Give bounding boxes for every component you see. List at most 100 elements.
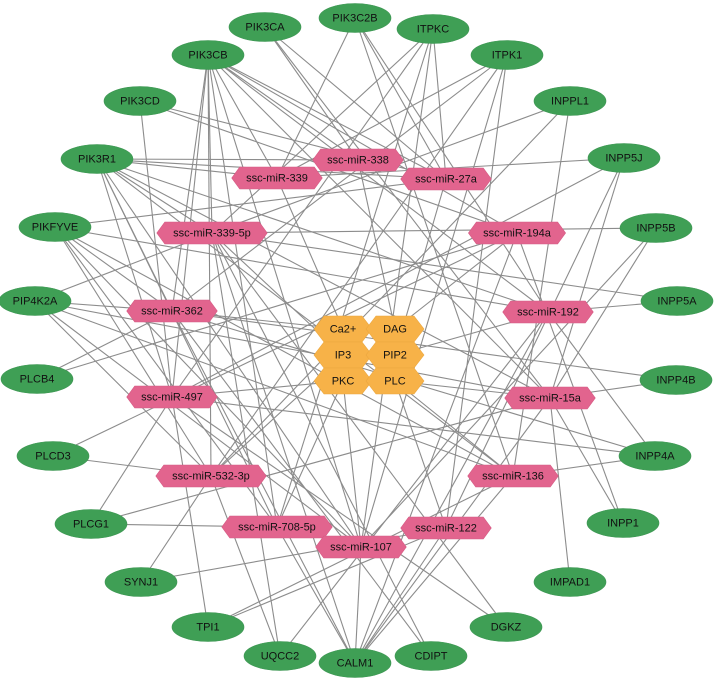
gene-ellipse bbox=[16, 441, 90, 471]
mirna-hexagon bbox=[126, 385, 218, 409]
gene-node-cdipt-label: CDIPT bbox=[415, 651, 448, 663]
gene-node-pik3cd[interactable]: PIK3CD bbox=[103, 86, 177, 116]
gene-node-cdipt[interactable]: CDIPT bbox=[394, 641, 468, 671]
edge-pikfyve-to-ssc-mir-532-3p bbox=[54, 226, 212, 477]
gene-node-inpp5a-label: INPP5A bbox=[657, 296, 697, 308]
gene-node-tpi1[interactable]: TPI1 bbox=[171, 612, 245, 642]
edge-pik3r1-to-ssc-mir-192 bbox=[96, 158, 549, 313]
edge-inpp5a-to-ssc-mir-339-5p bbox=[211, 232, 678, 302]
gene-node-inpp5j[interactable]: INPP5J bbox=[587, 143, 661, 173]
gene-node-inpp4a[interactable]: INPP4A bbox=[618, 441, 692, 471]
gene-node-pikfyve-label: PIKFYVE bbox=[32, 222, 78, 234]
gene-node-inppl1-label: INPPL1 bbox=[551, 96, 589, 108]
mirna-node-ssc-mir-532-3p[interactable]: ssc-miR-532-3p bbox=[155, 464, 267, 488]
gene-node-synj1[interactable]: SYNJ1 bbox=[104, 567, 178, 597]
mirna-node-ssc-mir-27a[interactable]: ssc-miR-27a bbox=[400, 167, 492, 191]
gene-node-plcd3[interactable]: PLCD3 bbox=[16, 441, 90, 471]
gene-ellipse bbox=[470, 40, 544, 70]
mirna-node-ssc-mir-708-5p[interactable]: ssc-miR-708-5p bbox=[221, 515, 333, 539]
core-node-pkc[interactable]: PKC bbox=[313, 367, 373, 395]
mirna-hexagon bbox=[315, 535, 407, 559]
edge-ssc-mir-708-5p-to-pkc bbox=[276, 380, 344, 528]
edge-itpkc-to-ssc-mir-107 bbox=[360, 28, 434, 548]
gene-node-pikfyve[interactable]: PIKFYVE bbox=[18, 212, 92, 242]
gene-node-inppl1[interactable]: INPPL1 bbox=[533, 86, 607, 116]
gene-node-itpkc[interactable]: ITPKC bbox=[396, 14, 470, 44]
gene-node-inpp1[interactable]: INPP1 bbox=[586, 508, 660, 538]
mirna-node-ssc-mir-15a[interactable]: ssc-miR-15a bbox=[504, 386, 596, 410]
mirna-node-ssc-mir-362[interactable]: ssc-miR-362 bbox=[126, 299, 218, 323]
mirna-node-ssc-mir-194a[interactable]: ssc-miR-194a bbox=[468, 221, 566, 245]
gene-node-inpp1-label: INPP1 bbox=[607, 518, 639, 530]
mirna-hexagon bbox=[502, 300, 594, 324]
mirna-node-ssc-mir-339[interactable]: ssc-miR-339 bbox=[231, 166, 323, 190]
gene-node-calm1[interactable]: CALM1 bbox=[318, 648, 392, 678]
gene-node-pik3r1[interactable]: PIK3R1 bbox=[60, 144, 134, 174]
mirna-node-ssc-mir-192[interactable]: ssc-miR-192 bbox=[502, 300, 594, 324]
gene-node-pip4k2a[interactable]: PIP4K2A bbox=[0, 286, 72, 316]
mirna-hexagon bbox=[221, 515, 333, 539]
core-node-ca2plus-label: Ca2+ bbox=[330, 324, 357, 336]
core-node-ip3[interactable]: IP3 bbox=[313, 341, 373, 369]
core-node-pip2[interactable]: PIP2 bbox=[365, 341, 425, 369]
mirna-node-ssc-mir-15a-label: ssc-miR-15a bbox=[519, 393, 582, 405]
mirna-node-ssc-mir-338[interactable]: ssc-miR-338 bbox=[312, 148, 404, 172]
edge-pik3cb-to-ssc-mir-27a bbox=[207, 54, 447, 180]
core-node-dag-label: DAG bbox=[383, 324, 407, 336]
core-hexagon bbox=[365, 367, 425, 395]
gene-node-plcb4-label: PLCB4 bbox=[20, 374, 55, 386]
gene-node-dgkz[interactable]: DGKZ bbox=[469, 612, 543, 642]
gene-node-inpp5j-label: INPP5J bbox=[605, 153, 642, 165]
edge-pik3c2b-to-ssc-mir-192 bbox=[354, 17, 549, 313]
gene-node-inpp5b[interactable]: INPP5B bbox=[619, 213, 693, 243]
gene-ellipse bbox=[587, 143, 661, 173]
mirna-hexagon bbox=[400, 167, 492, 191]
mirna-node-ssc-mir-107[interactable]: ssc-miR-107 bbox=[315, 535, 407, 559]
mirna-hexagon bbox=[155, 464, 267, 488]
mirna-node-ssc-mir-122[interactable]: ssc-miR-122 bbox=[400, 516, 492, 540]
gene-node-inpp5a[interactable]: INPP5A bbox=[640, 286, 714, 316]
gene-node-plcb4[interactable]: PLCB4 bbox=[0, 364, 74, 394]
edge-pik3cb-to-ssc-mir-362 bbox=[171, 54, 209, 312]
gene-node-plcd3-label: PLCD3 bbox=[35, 451, 70, 463]
edge-inpp5j-to-ssc-mir-497 bbox=[171, 157, 625, 398]
mirna-node-ssc-mir-339-5p[interactable]: ssc-miR-339-5p bbox=[156, 221, 268, 245]
mirna-node-ssc-mir-497[interactable]: ssc-miR-497 bbox=[126, 385, 218, 409]
mirna-node-ssc-mir-194a-label: ssc-miR-194a bbox=[483, 228, 552, 240]
mirna-hexagon bbox=[467, 464, 559, 488]
edge-itpkc-to-ssc-mir-497 bbox=[171, 28, 434, 398]
mirna-node-ssc-mir-136-label: ssc-miR-136 bbox=[482, 471, 544, 483]
gene-node-pik3c2b[interactable]: PIK3C2B bbox=[318, 3, 392, 33]
core-node-ca2plus[interactable]: Ca2+ bbox=[313, 315, 373, 343]
mirna-node-ssc-mir-532-3p-label: ssc-miR-532-3p bbox=[172, 471, 250, 483]
edge-pik3r1-to-ssc-mir-107 bbox=[96, 158, 362, 548]
edge-pikfyve-to-ssc-mir-27a bbox=[54, 178, 447, 228]
core-node-plc-label: PLC bbox=[384, 376, 405, 388]
mirna-node-ssc-mir-136[interactable]: ssc-miR-136 bbox=[467, 464, 559, 488]
edge-pip4k2a-to-ssc-mir-136 bbox=[34, 300, 514, 477]
edge-ssc-mir-339-to-ca2plus bbox=[276, 177, 344, 330]
gene-node-dgkz-label: DGKZ bbox=[491, 622, 522, 634]
core-node-dag[interactable]: DAG bbox=[365, 315, 425, 343]
gene-node-pik3cb[interactable]: PIK3CB bbox=[171, 40, 245, 70]
gene-node-impad1[interactable]: IMPAD1 bbox=[533, 567, 607, 597]
edge-pip4k2a-to-ssc-mir-532-3p bbox=[34, 300, 212, 477]
edge-pik3cb-to-ssc-mir-339 bbox=[207, 54, 278, 179]
edge-ssc-mir-194a-to-dag bbox=[394, 232, 518, 330]
gene-node-pik3cb-label: PIK3CB bbox=[188, 50, 227, 62]
edge-pik3r1-to-ssc-mir-15a bbox=[96, 158, 551, 399]
core-node-plc[interactable]: PLC bbox=[365, 367, 425, 395]
gene-node-pik3ca[interactable]: PIK3CA bbox=[228, 12, 302, 42]
edge-pik3ca-to-ssc-mir-338 bbox=[264, 26, 359, 161]
gene-node-inpp4b[interactable]: INPP4B bbox=[639, 365, 713, 395]
gene-node-itpk1[interactable]: ITPK1 bbox=[470, 40, 544, 70]
gene-ellipse bbox=[394, 641, 468, 671]
gene-node-impad1-label: IMPAD1 bbox=[550, 577, 590, 589]
mirna-node-ssc-mir-497-label: ssc-miR-497 bbox=[141, 392, 203, 404]
gene-node-uqcc2[interactable]: UQCC2 bbox=[243, 641, 317, 671]
gene-node-pik3r1-label: PIK3R1 bbox=[78, 154, 116, 166]
gene-node-plcg1[interactable]: PLCG1 bbox=[54, 509, 128, 539]
gene-node-inpp4b-label: INPP4B bbox=[656, 375, 695, 387]
